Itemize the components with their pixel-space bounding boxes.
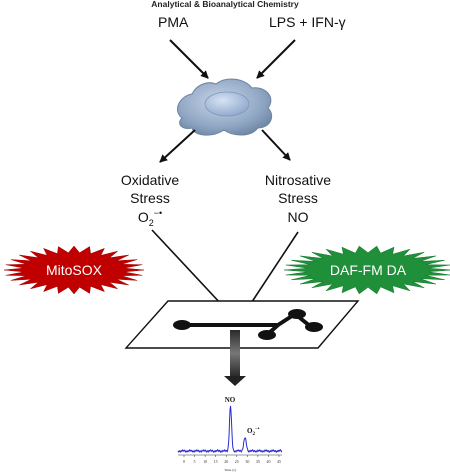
electropherogram-trace [177, 405, 283, 454]
oxidative-line1: Oxidative [121, 172, 180, 188]
x-tick-label: 45 [277, 459, 281, 464]
arrow-cell-to-oxidative [159, 129, 196, 163]
journal-title: Analytical & Bioanalytical Chemistry [151, 0, 299, 9]
x-tick-label: 15 [214, 459, 218, 464]
superoxide-subscript: 2 [149, 218, 154, 228]
peak-o2-label: O2−• [247, 427, 260, 437]
arrow-lps-to-cell [256, 39, 296, 79]
input-lps-ifn-label: LPS + IFN-γ [269, 14, 346, 30]
peak-o2-symbol: O [247, 427, 253, 435]
daf-fm-da-label: DAF-FM DA [330, 262, 407, 278]
cell-icon [177, 78, 273, 136]
electropherogram: 0 5 10 15 20 25 30 35 40 45 NO O2−• Time (s) [177, 396, 283, 472]
peak-o2-subscript: 2 [252, 432, 255, 437]
mitosox-label: MitoSOX [46, 262, 103, 278]
daf-fm-starburst-icon: DAF-FM DA [283, 245, 450, 295]
x-tick-label: 0 [183, 459, 185, 464]
x-tick-label: 20 [224, 459, 228, 464]
mitosox-starburst-icon: MitoSOX [3, 245, 145, 295]
x-tick-label: 10 [203, 459, 207, 464]
input-pma-label: PMA [158, 14, 189, 30]
oxidative-line2: Stress [130, 190, 170, 206]
x-tick-label: 25 [235, 459, 239, 464]
x-tick-label: 35 [256, 459, 260, 464]
microchip-icon [124, 300, 360, 349]
x-tick-label: 5 [194, 459, 196, 464]
nitric-oxide-label: NO [288, 209, 309, 225]
x-tick-label: 30 [245, 459, 249, 464]
block-arrow-down-icon [224, 330, 246, 386]
peak-no-label: NO [225, 396, 236, 404]
cell-nucleus-icon [204, 91, 250, 117]
x-axis-label: Time (s) [224, 468, 237, 472]
nitrosative-line2: Stress [278, 190, 318, 206]
peak-o2-superscript: −• [255, 427, 260, 432]
superoxide-formula: O2−• [138, 208, 162, 228]
superoxide-superscript: −• [154, 208, 162, 218]
arrow-cell-to-nitrosative [261, 129, 291, 161]
nitrosative-line1: Nitrosative [265, 172, 331, 188]
superoxide-symbol: O [138, 209, 149, 225]
x-tick-label: 40 [266, 459, 270, 464]
arrow-pma-to-cell [169, 39, 209, 79]
